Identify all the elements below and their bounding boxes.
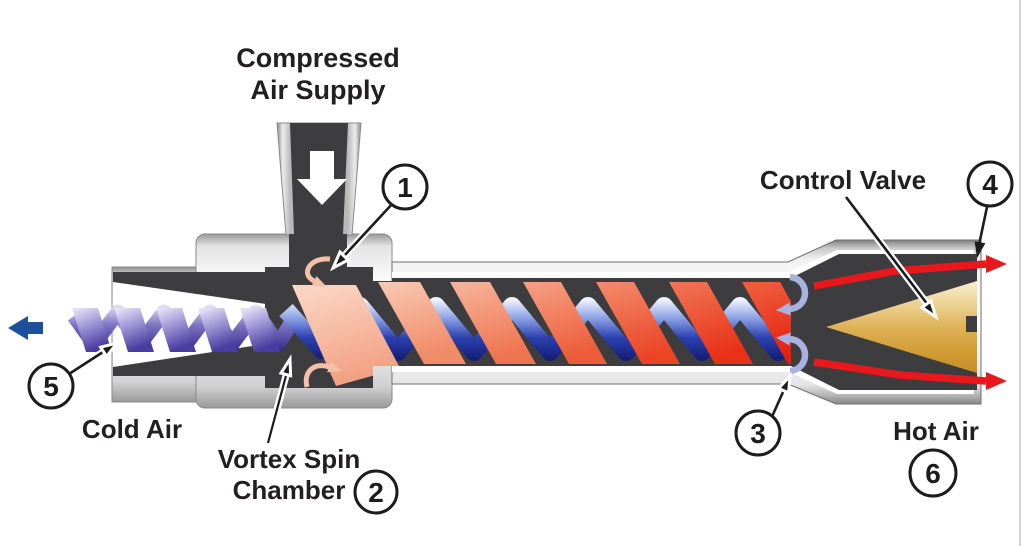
callout-circle-3: 3 xyxy=(734,409,782,457)
label-vortex-chamber-line2: Chamber xyxy=(233,475,346,505)
callout-number-4: 4 xyxy=(982,169,998,200)
label-cold-air: Cold Air xyxy=(82,414,182,444)
label-control-valve: Control Valve xyxy=(760,165,926,195)
leader-callout-4 xyxy=(974,206,989,258)
cold-coil xyxy=(67,304,303,352)
callout-number-6: 6 xyxy=(925,458,941,489)
swirl-arrow-bottom xyxy=(303,361,342,388)
callout-number-5: 5 xyxy=(43,371,59,402)
callout-circle-2: 2 xyxy=(353,469,399,515)
callout-number-1: 1 xyxy=(397,172,413,203)
label-compressed-air-line2: Air Supply xyxy=(250,75,385,105)
cold-air-arrow xyxy=(8,316,43,340)
leader-callout-3 xyxy=(767,371,792,421)
callout-number-3: 3 xyxy=(750,418,766,449)
label-compressed-air-line1: Compressed xyxy=(236,43,400,73)
control-valve-cone xyxy=(826,281,977,373)
swirl-arrow-top xyxy=(305,256,331,287)
callout-number-2: 2 xyxy=(368,477,384,508)
callout-circle-5: 5 xyxy=(27,362,75,410)
hot-exit-arrow-top xyxy=(813,255,1007,290)
callout-circle-1: 1 xyxy=(381,163,429,211)
inlet-flow-arrow xyxy=(297,151,347,205)
flow-reversal-arrow-top xyxy=(776,273,809,316)
cold-funnel-wedge-top xyxy=(113,272,266,304)
leader-callout-5 xyxy=(67,340,121,377)
hot-exit-arrow-bottom xyxy=(813,358,1007,390)
label-hot-air: Hot Air xyxy=(893,416,979,446)
flow-reversal-arrow-bottom xyxy=(776,332,809,375)
leader-vortex-chamber xyxy=(264,354,293,444)
label-vortex-chamber-line1: Vortex Spin xyxy=(218,444,361,474)
callout-circle-6: 6 xyxy=(908,448,958,498)
outer-hot-coil xyxy=(292,282,791,386)
leader-control-valve xyxy=(843,194,939,321)
leader-callout-1 xyxy=(329,200,396,272)
callout-circle-4: 4 xyxy=(966,160,1014,208)
